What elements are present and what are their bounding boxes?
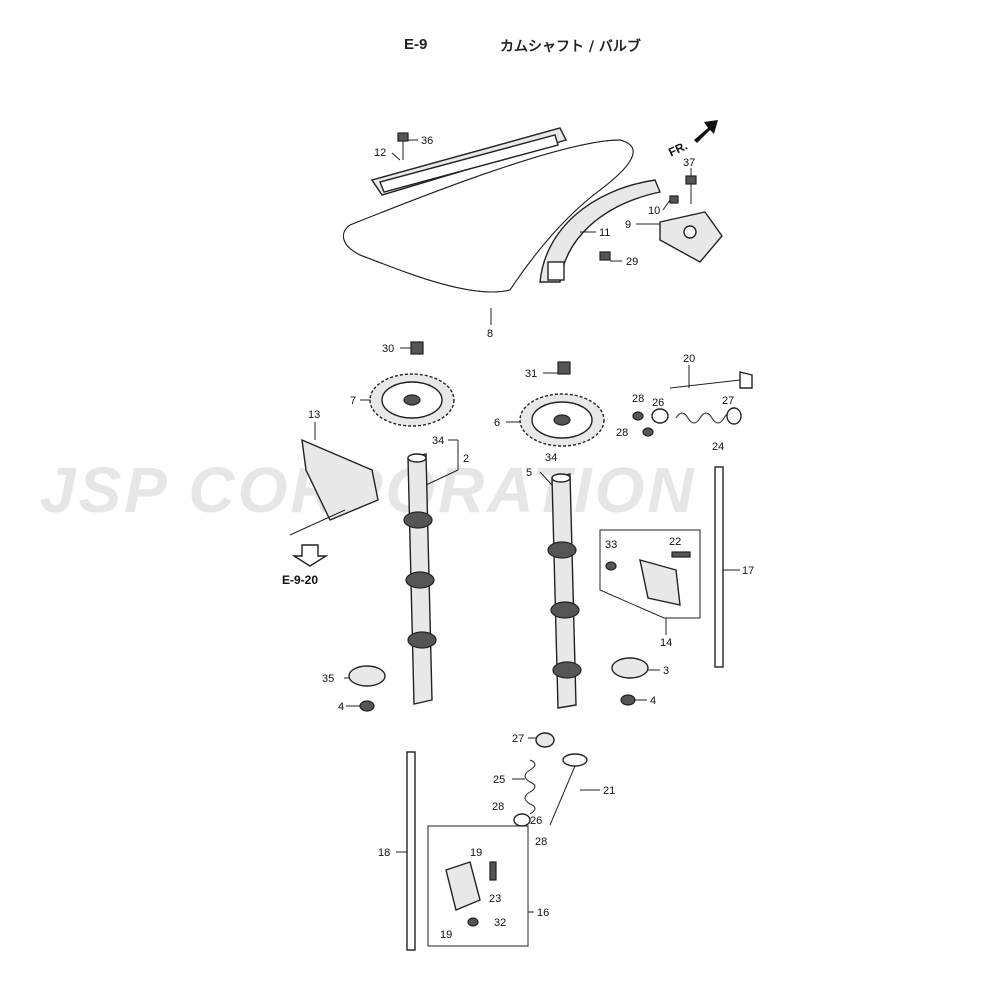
bolt-10-icon xyxy=(669,195,679,204)
callout-19-upper: 19 xyxy=(470,847,482,859)
callout-34-left: 34 xyxy=(432,435,444,447)
leader-lines xyxy=(314,139,740,913)
callout-14: 14 xyxy=(660,637,672,649)
callout-32: 32 xyxy=(494,917,506,929)
callout-24: 24 xyxy=(712,441,724,453)
diagram-code: E-9 xyxy=(404,36,428,53)
exhaust-valve xyxy=(669,371,753,389)
cam-chain xyxy=(342,139,634,293)
callout-6: 6 xyxy=(494,417,500,429)
rocker-arm-upper xyxy=(639,559,681,606)
callout-26-upper: 26 xyxy=(652,397,664,409)
bolt-4-left-icon xyxy=(359,700,375,712)
thrust-plate-left xyxy=(348,665,386,687)
callout-labels: 36 12 37 10 9 11 29 8 30 7 31 20 28 26 2… xyxy=(308,135,754,941)
callout-2: 2 xyxy=(463,453,469,465)
chain-tensioner xyxy=(659,211,723,263)
callout-3: 3 xyxy=(663,665,669,677)
callout-8: 8 xyxy=(487,328,493,340)
callout-11: 11 xyxy=(599,227,610,239)
callout-28-upper: 28 xyxy=(632,393,644,405)
valve-spring-upper xyxy=(651,407,742,425)
rocker-shaft-17 xyxy=(714,466,724,668)
bolt-29-icon xyxy=(599,251,611,261)
chain-tensioner-arm xyxy=(539,179,661,283)
callout-27-upper: 27 xyxy=(722,395,734,407)
callout-9: 9 xyxy=(625,219,631,231)
adjuster-22-icon xyxy=(671,551,691,558)
callout-31: 31 xyxy=(525,368,537,380)
cam-sprocket-right xyxy=(519,393,605,447)
callout-28-bottom: 28 xyxy=(535,836,547,848)
callout-28-mid: 28 xyxy=(616,427,628,439)
callout-19-lower: 19 xyxy=(440,929,452,941)
callout-30: 30 xyxy=(382,343,394,355)
callout-4-right: 4 xyxy=(650,695,656,707)
callout-13: 13 xyxy=(308,409,320,421)
callout-33: 33 xyxy=(605,539,617,551)
adjuster-23-icon xyxy=(489,861,497,881)
callout-5: 5 xyxy=(526,467,532,479)
callout-7: 7 xyxy=(350,395,356,407)
reference-label: E-9-20 xyxy=(282,573,318,587)
callout-28-lower: 28 xyxy=(492,801,504,813)
callout-23: 23 xyxy=(489,893,501,905)
nut-33-icon xyxy=(605,561,617,571)
front-direction-arrow: FR. xyxy=(666,120,718,159)
callout-18: 18 xyxy=(378,847,390,859)
thrust-plate-right xyxy=(611,657,649,679)
camshaft-right xyxy=(547,473,582,709)
bolt-37-icon xyxy=(685,175,697,185)
chain-guide-lower xyxy=(301,438,379,521)
callout-16: 16 xyxy=(537,907,549,919)
callout-21: 21 xyxy=(603,785,615,797)
camshaft-left xyxy=(403,453,437,705)
callout-12: 12 xyxy=(374,147,386,159)
reference-arrow-icon xyxy=(291,544,329,567)
cam-sprocket-left xyxy=(369,373,455,427)
diagram-title: カムシャフト / バルブ xyxy=(500,39,641,55)
callout-26-lower: 26 xyxy=(530,815,542,827)
callout-17: 17 xyxy=(742,565,754,577)
callout-20: 20 xyxy=(683,353,695,365)
callout-4-left: 4 xyxy=(338,701,344,713)
valve-spring-lower xyxy=(513,732,555,827)
bolt-31-icon xyxy=(557,361,571,375)
bolt-36-icon xyxy=(397,132,409,142)
callout-36: 36 xyxy=(421,135,433,147)
rocker-arm-lower xyxy=(445,861,481,911)
callout-25: 25 xyxy=(493,774,505,786)
bolt-4-right-icon xyxy=(620,694,636,706)
callout-10: 10 xyxy=(648,205,660,217)
cotter-28b-icon xyxy=(642,427,654,437)
callout-35: 35 xyxy=(322,673,334,685)
nut-32-icon xyxy=(467,917,479,927)
bolt-30-icon xyxy=(410,341,424,355)
callout-22: 22 xyxy=(669,536,681,548)
callout-37: 37 xyxy=(683,157,695,169)
callout-29: 29 xyxy=(626,256,638,268)
rocker-shaft-18 xyxy=(406,751,416,951)
chain-guide xyxy=(370,127,567,196)
callout-34-right: 34 xyxy=(545,452,557,464)
callout-27-lower: 27 xyxy=(512,733,524,745)
intake-valve xyxy=(549,753,588,826)
cotter-28-icon xyxy=(632,411,644,421)
